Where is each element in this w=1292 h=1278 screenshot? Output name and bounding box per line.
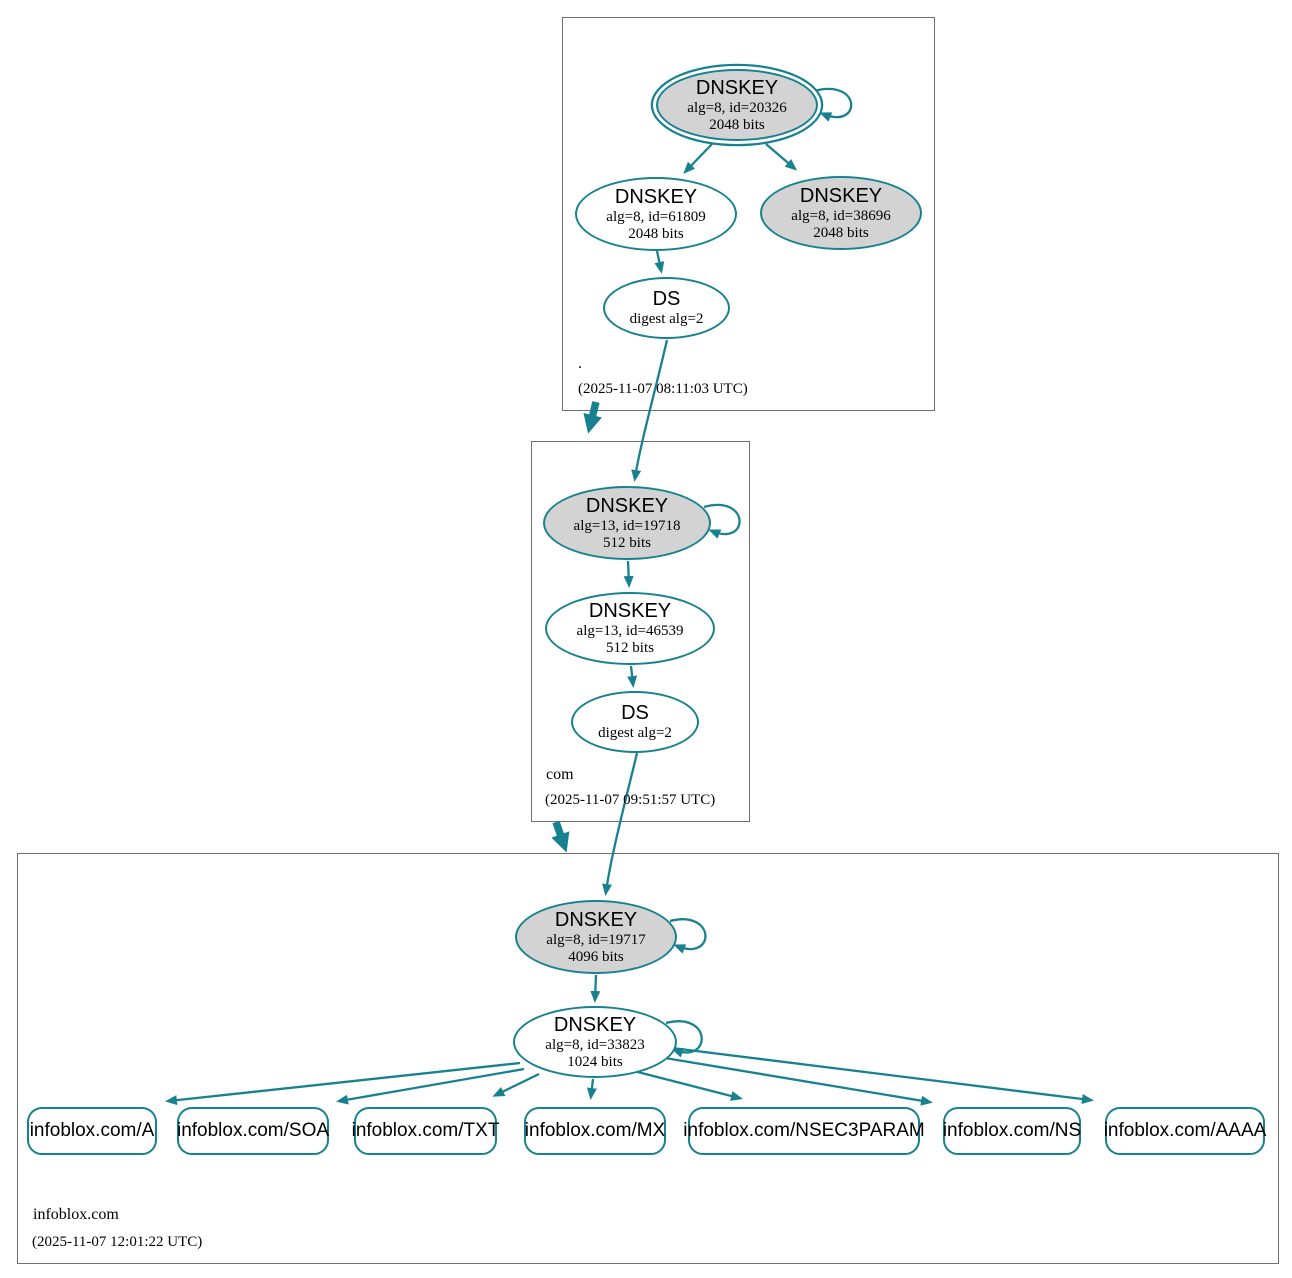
node-title: DS [621, 702, 649, 724]
node-detail-bits: 512 bits [603, 534, 651, 551]
node-com-ksk-dnskey-19718: DNSKEY alg=13, id=19718 512 bits [543, 486, 711, 560]
node-com-zsk-dnskey-46539: DNSKEY alg=13, id=46539 512 bits [545, 592, 715, 665]
edge-root-ksk-to-ksk2 [765, 143, 798, 171]
rrset-label: infoblox.com/SOA [176, 1120, 330, 1141]
zone-box-infoblox-com [17, 853, 1279, 1264]
edge-root-to-com-delegation [583, 401, 602, 434]
node-com-ds: DS digest alg=2 [571, 691, 699, 753]
node-detail-bits: 512 bits [606, 640, 654, 656]
edge-infoblox-zsk-to-rrset-a [165, 1061, 521, 1106]
edge-infoblox-zsk-selfloop [665, 1020, 703, 1058]
node-detail-alg-id: alg=8, id=20326 [687, 99, 787, 116]
edge-com-ksk-to-zsk [623, 560, 634, 588]
node-root-zsk-dnskey-61809: DNSKEY alg=8, id=61809 2048 bits [575, 177, 737, 251]
zone-timestamp-infoblox-com: (2025-11-07 12:01:22 UTC) [32, 1234, 203, 1250]
node-detail-digest: digest alg=2 [629, 311, 704, 327]
node-title: DNSKEY [554, 908, 638, 931]
edge-infoblox-zsk-to-rrset-aaaa [671, 1046, 1094, 1104]
edge-root-ds-to-com-ksk [631, 339, 669, 482]
rrset-label: infoblox.com/A [29, 1120, 155, 1141]
zone-timestamp-root: (2025-11-07 08:11:03 UTC) [578, 381, 748, 397]
node-title: DNSKEY [585, 494, 669, 517]
rrset-label: infoblox.com/MX [524, 1120, 666, 1141]
node-detail-bits: 2048 bits [813, 224, 869, 241]
rrset-infoblox-com-a: infoblox.com/A [27, 1107, 157, 1155]
zone-name-com: com [546, 766, 574, 783]
node-detail-bits: 4096 bits [568, 948, 624, 965]
edge-infoblox-zsk-to-rrset-soa [336, 1067, 525, 1105]
node-detail-alg-id: alg=8, id=61809 [606, 208, 706, 225]
node-title: DNSKEY [588, 600, 672, 622]
rrset-infoblox-com-aaaa: infoblox.com/AAAA [1103, 1107, 1267, 1155]
edge-infoblox-zsk-to-rrset-txt [492, 1072, 540, 1097]
edge-root-zsk-to-ds [654, 250, 665, 274]
zone-name-infoblox-com: infoblox.com [33, 1206, 119, 1223]
edge-infoblox-zsk-to-rrset-ns [664, 1056, 933, 1106]
node-detail-bits: 2048 bits [709, 116, 765, 133]
node-detail-alg-id: alg=13, id=46539 [576, 623, 684, 639]
node-detail-bits: 1024 bits [567, 1053, 623, 1070]
rrset-label: infoblox.com/NSEC3PARAM [683, 1120, 925, 1141]
node-root-ksk-dnskey-38696: DNSKEY alg=8, id=38696 2048 bits [760, 176, 922, 250]
node-title: DNSKEY [614, 185, 698, 208]
node-detail-alg-id: alg=8, id=19717 [546, 931, 646, 948]
edge-infoblox-ksk-selfloop [669, 918, 707, 954]
node-detail-alg-id: alg=8, id=38696 [791, 207, 891, 224]
node-title: DNSKEY [695, 76, 779, 99]
edge-infoblox-zsk-to-rrset-mx [586, 1078, 597, 1100]
zone-timestamp-com: (2025-11-07 09:51:57 UTC) [545, 792, 716, 808]
rrset-infoblox-com-soa: infoblox.com/SOA [177, 1107, 329, 1155]
node-title: DS [652, 288, 681, 310]
node-detail-digest: digest alg=2 [598, 725, 672, 741]
node-infoblox-ksk-dnskey-19717: DNSKEY alg=8, id=19717 4096 bits [515, 900, 677, 974]
node-title: DNSKEY [799, 184, 883, 207]
rrset-label: infoblox.com/NS [942, 1120, 1082, 1141]
edge-com-to-infoblox-delegation [551, 820, 570, 853]
node-detail-alg-id: alg=8, id=33823 [545, 1036, 645, 1053]
node-infoblox-zsk-dnskey-33823: DNSKEY alg=8, id=33823 1024 bits [513, 1006, 677, 1078]
edge-root-ksk-to-zsk [683, 143, 713, 174]
edge-com-zsk-to-ds [627, 665, 638, 688]
zone-box-com [531, 441, 750, 822]
edge-infoblox-ksk-to-zsk [590, 974, 601, 1003]
zone-box-root [562, 17, 935, 411]
rrset-infoblox-com-txt: infoblox.com/TXT [351, 1107, 500, 1155]
node-detail-alg-id: alg=13, id=19718 [573, 517, 681, 534]
node-detail-bits: 2048 bits [628, 225, 684, 242]
rrset-label: infoblox.com/AAAA [1103, 1120, 1267, 1141]
node-title: DNSKEY [553, 1013, 637, 1036]
rrset-label: infoblox.com/TXT [351, 1120, 500, 1141]
node-root-ds: DS digest alg=2 [603, 277, 730, 339]
rrset-infoblox-com-ns: infoblox.com/NS [943, 1107, 1081, 1155]
edge-infoblox-zsk-to-rrset-nsec3param [633, 1069, 743, 1101]
edge-com-ksk-selfloop [703, 503, 741, 539]
zone-name-root: . [578, 355, 582, 372]
rrset-infoblox-com-nsec3param: infoblox.com/NSEC3PARAM [683, 1107, 925, 1155]
edge-com-ds-to-infoblox-ksk [602, 752, 639, 896]
rrset-infoblox-com-mx: infoblox.com/MX [524, 1107, 666, 1155]
edge-root-ksk-selfloop [813, 87, 853, 122]
node-root-ksk-dnskey-20326: DNSKEY alg=8, id=20326 2048 bits [656, 69, 818, 141]
